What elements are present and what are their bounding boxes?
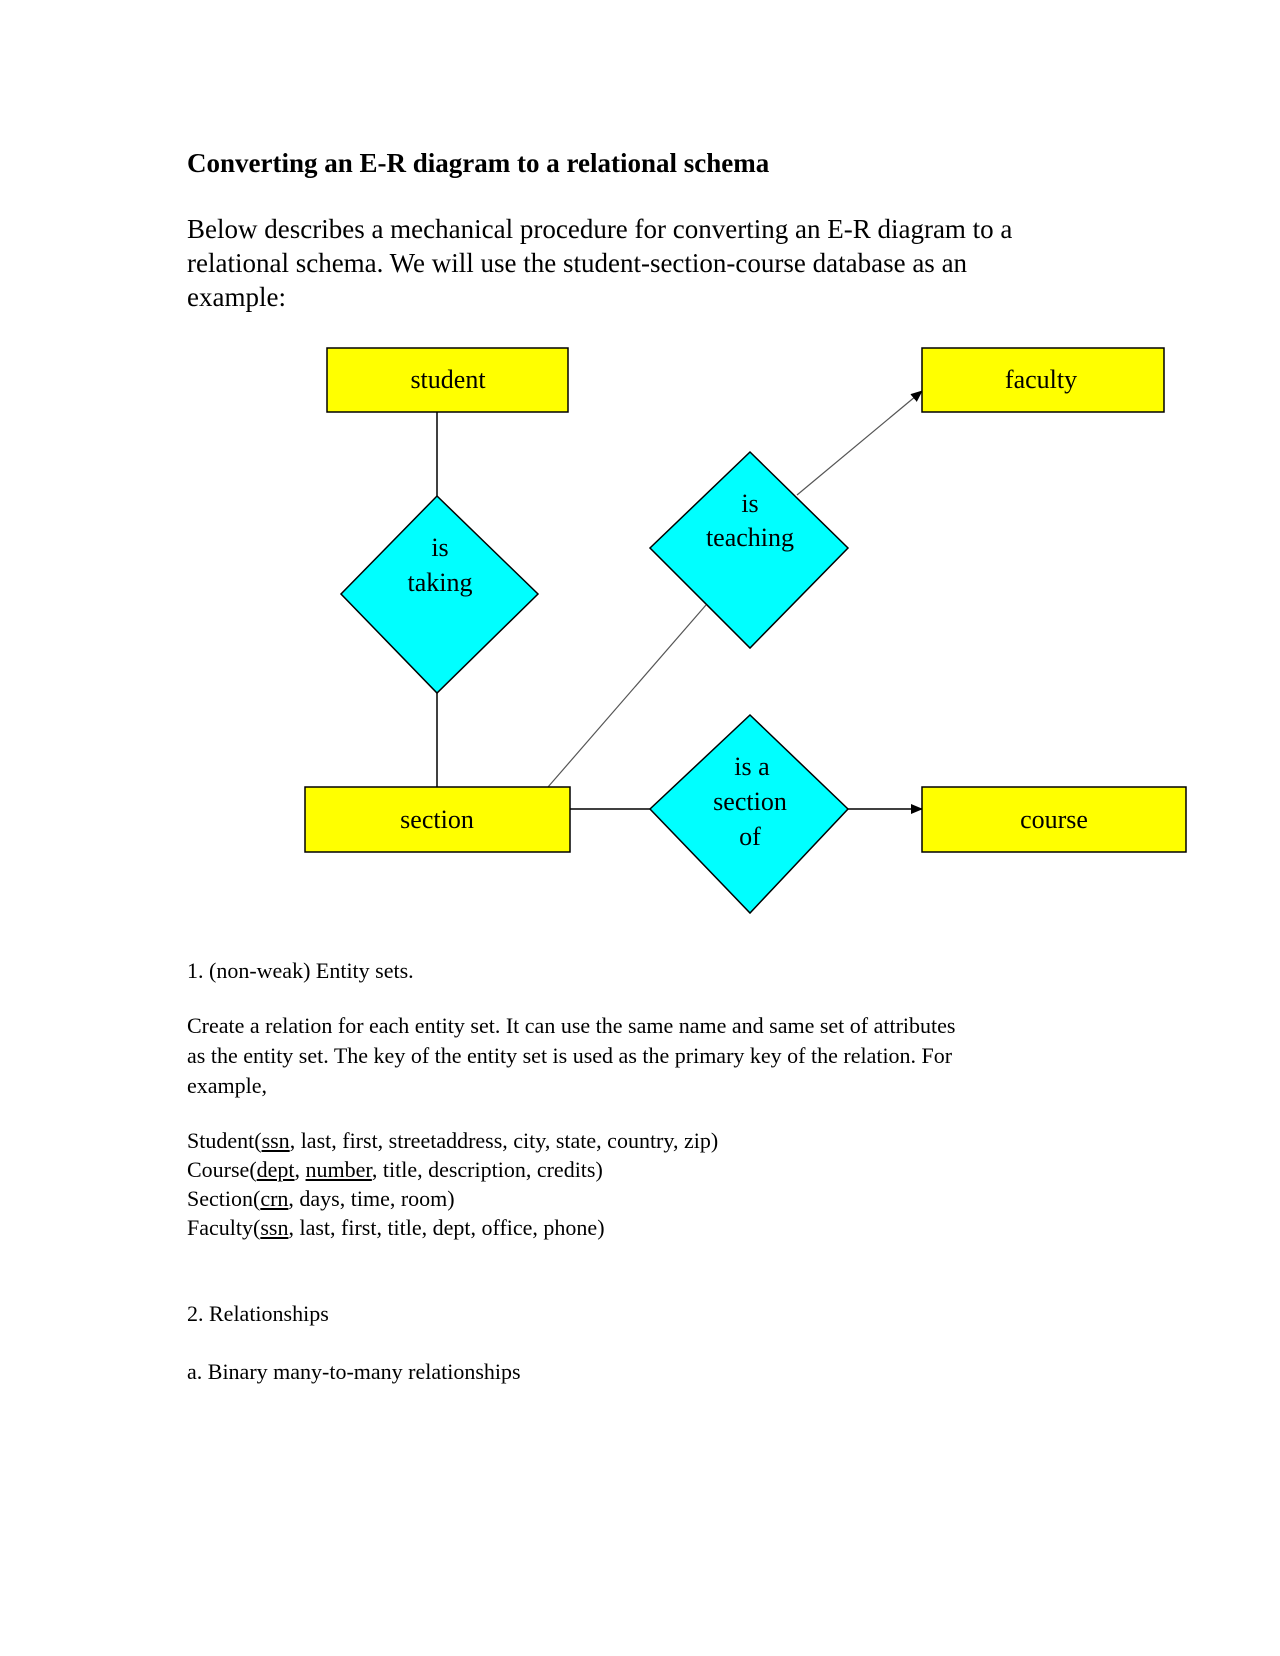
relationship-is-taking: is taking — [339, 494, 540, 695]
relationship-is-teaching-line: teaching — [706, 523, 794, 552]
relation-schema-course: Course(dept, number, title, description,… — [187, 1157, 603, 1182]
intro-line: Below describes a mechanical procedure f… — [187, 214, 1013, 244]
connector-section-is-teaching — [547, 604, 707, 788]
relationship-is-teaching-line: is — [741, 489, 758, 518]
relation-name: Course( — [187, 1157, 257, 1182]
intro-paragraph: Below describes a mechanical procedure f… — [187, 212, 1087, 314]
relation-attributes: , title, description, credits) — [371, 1157, 603, 1182]
relation-schema-section: Section(crn, days, time, room) — [187, 1184, 718, 1213]
relationship-is-a-section-of-line: is a — [734, 752, 770, 781]
relationship-is-a-section-of-line: of — [739, 822, 761, 851]
entity-faculty: faculty — [921, 347, 1165, 413]
primary-key: ssn — [260, 1215, 289, 1240]
relationship-is-a-section-of: is a section of — [648, 713, 850, 915]
relationship-is-teaching: is teaching — [648, 450, 850, 650]
section-heading-entity-sets: 1. (non-weak) Entity sets. — [187, 958, 414, 983]
relation-schema-list: Student(ssn, last, first, streetaddress,… — [187, 1126, 718, 1242]
entity-course-label: course — [1020, 805, 1088, 834]
primary-key: crn — [260, 1186, 289, 1211]
paragraph-line: as the entity set. The key of the entity… — [187, 1043, 953, 1068]
relationship-is-taking-line: is — [431, 533, 448, 562]
paragraph-line: Create a relation for each entity set. I… — [187, 1013, 956, 1038]
intro-line: example: — [187, 282, 286, 312]
relation-name: Faculty( — [187, 1215, 261, 1240]
er-diagram: student faculty section course is taking… — [304, 347, 1187, 915]
connector-is-teaching-faculty — [796, 390, 923, 496]
entity-section: section — [304, 786, 571, 853]
primary-key: dept — [256, 1157, 295, 1182]
relation-name: Student( — [187, 1128, 262, 1153]
entity-student-label: student — [410, 365, 486, 394]
entity-course: course — [921, 786, 1187, 853]
page-title: Converting an E-R diagram to a relationa… — [187, 148, 770, 178]
relation-schema-student: Student(ssn, last, first, streetaddress,… — [187, 1126, 718, 1155]
primary-key: number — [305, 1157, 372, 1182]
relation-name: Section( — [187, 1186, 261, 1211]
entity-student: student — [326, 347, 569, 413]
relation-attributes: , days, time, room) — [288, 1186, 455, 1211]
relation-attributes: , last, first, streetaddress, city, stat… — [289, 1128, 719, 1153]
section-heading-relationships: 2. Relationships — [187, 1301, 329, 1326]
primary-key: ssn — [261, 1128, 290, 1153]
relationship-is-taking-line: taking — [408, 568, 473, 597]
paragraph-line: example, — [187, 1073, 268, 1098]
relationship-is-a-section-of-line: section — [713, 787, 787, 816]
entity-faculty-label: faculty — [1005, 365, 1077, 394]
intro-line: relational schema. We will use the stude… — [187, 248, 968, 278]
entity-section-label: section — [400, 805, 474, 834]
relation-schema-faculty: Faculty(ssn, last, first, title, dept, o… — [187, 1213, 718, 1242]
entity-sets-paragraph: Create a relation for each entity set. I… — [187, 1011, 955, 1101]
subheading-binary-many-to-many: a. Binary many-to-many relationships — [187, 1359, 521, 1384]
relation-attributes: , last, first, title, dept, office, phon… — [288, 1215, 605, 1240]
